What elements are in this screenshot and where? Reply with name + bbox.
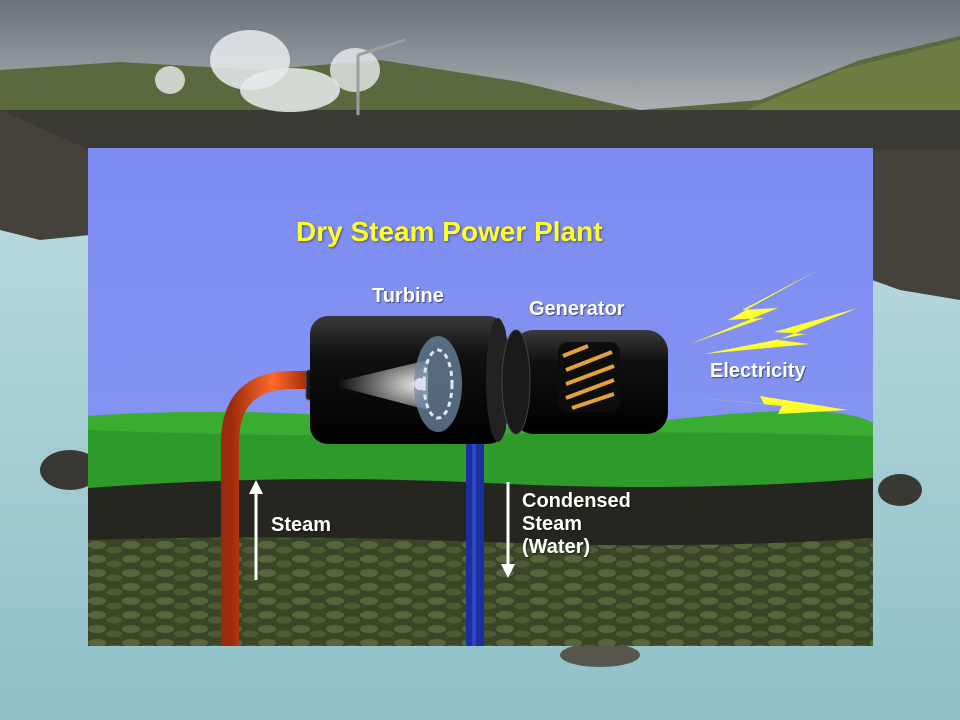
steam-cloud — [240, 68, 340, 112]
diagram-illustration — [88, 148, 873, 646]
steam-label: Steam — [271, 514, 332, 536]
steam-jet — [328, 360, 428, 410]
condensed-steam-label: Condensed Steam (Water) — [522, 490, 631, 559]
electricity-label: Electricity — [710, 360, 806, 382]
condensed-label-line: (Water) — [522, 536, 591, 558]
generator-coil — [562, 344, 615, 410]
generator-label: Generator — [529, 298, 625, 320]
turbine-blades — [422, 348, 454, 420]
power-pole-arm — [357, 38, 406, 57]
condensed-label-line: Steam — [522, 513, 583, 535]
turbine-hub — [414, 378, 426, 390]
steam-pipe — [221, 371, 316, 646]
lava-rocks-left — [0, 110, 90, 240]
lightning-bolt-icon — [704, 308, 858, 354]
water-down-arrowhead — [501, 564, 515, 578]
diagram-panel: Dry Steam Power Plant Turbine Generator … — [88, 148, 873, 646]
diagram-title: Dry Steam Power Plant — [296, 216, 603, 247]
condensed-label-line: Condensed — [522, 490, 631, 512]
lightning-bolt-icon — [680, 396, 848, 414]
water-pipe-highlight — [472, 443, 476, 646]
rock — [560, 643, 640, 667]
turbine-wheel — [414, 336, 462, 432]
rock — [878, 474, 922, 506]
steam-up-arrowhead — [249, 480, 263, 494]
generator-end-cap — [501, 329, 531, 435]
lava-rocks-right — [872, 150, 960, 300]
steam-cloud — [155, 66, 185, 94]
turbine-label: Turbine — [372, 285, 444, 307]
steam-cloud — [330, 48, 380, 92]
grass-highlight — [88, 411, 873, 436]
rock — [40, 450, 100, 490]
